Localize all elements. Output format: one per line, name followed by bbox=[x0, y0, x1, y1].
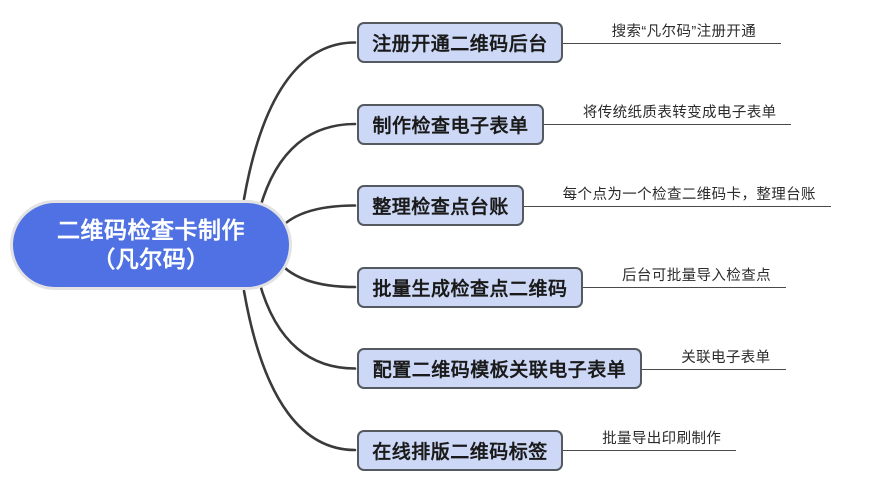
annotation-text: 关联电子表单 bbox=[681, 349, 771, 366]
annotation-text: 后台可批量导入检查点 bbox=[622, 268, 771, 284]
annotation-underline bbox=[544, 124, 792, 125]
annotation-text: 每个点为一个检查二维码卡，整理台账 bbox=[562, 186, 816, 203]
annotation-text: 搜索“凡尔码”注册开通 bbox=[611, 23, 757, 40]
branch-node-label: 制作检查电子表单 bbox=[372, 115, 529, 137]
connector-curve-5 bbox=[258, 280, 357, 370]
root-node-line-2: （凡尔码） bbox=[92, 246, 210, 272]
annotation-underline bbox=[563, 42, 781, 44]
root-node-text: 二维码检查卡制作 （凡尔码） bbox=[57, 216, 245, 275]
branch-node-label: 配置二维码模板关联电子表单 bbox=[372, 360, 627, 381]
annotation-text: 批量导出印刷制作 bbox=[602, 431, 722, 447]
branch-node-5[interactable]: 配置二维码模板关联电子表单 bbox=[357, 348, 642, 389]
root-node[interactable]: 二维码检查卡制作 （凡尔码） bbox=[10, 200, 292, 290]
annotation-underline bbox=[563, 450, 737, 451]
branch-node-label: 整理检查点台账 bbox=[372, 197, 509, 218]
branch-node-6[interactable]: 在线排版二维码标签 bbox=[357, 429, 563, 471]
branch-node-2[interactable]: 制作检查电子表单 bbox=[357, 103, 544, 145]
annotation-underline bbox=[642, 368, 786, 370]
branch-node-1[interactable]: 注册开通二维码后台 bbox=[357, 22, 563, 63]
branch-node-4[interactable]: 批量生成检查点二维码 bbox=[357, 266, 583, 308]
annotation-underline bbox=[524, 205, 831, 207]
connector-curve-2 bbox=[258, 122, 357, 210]
branch-node-label: 在线排版二维码标签 bbox=[372, 441, 548, 463]
branch-node-3[interactable]: 整理检查点台账 bbox=[357, 185, 524, 226]
annotation-text: 将传统纸质表转变成电子表单 bbox=[582, 105, 777, 121]
branch-node-label: 批量生成检查点二维码 bbox=[372, 278, 568, 300]
connector-curve-1 bbox=[242, 41, 357, 201]
root-node-line-1: 二维码检查卡制作 bbox=[57, 216, 245, 243]
annotation-underline bbox=[583, 287, 786, 288]
branch-node-label: 注册开通二维码后台 bbox=[372, 34, 548, 55]
connector-curve-6 bbox=[242, 289, 357, 452]
